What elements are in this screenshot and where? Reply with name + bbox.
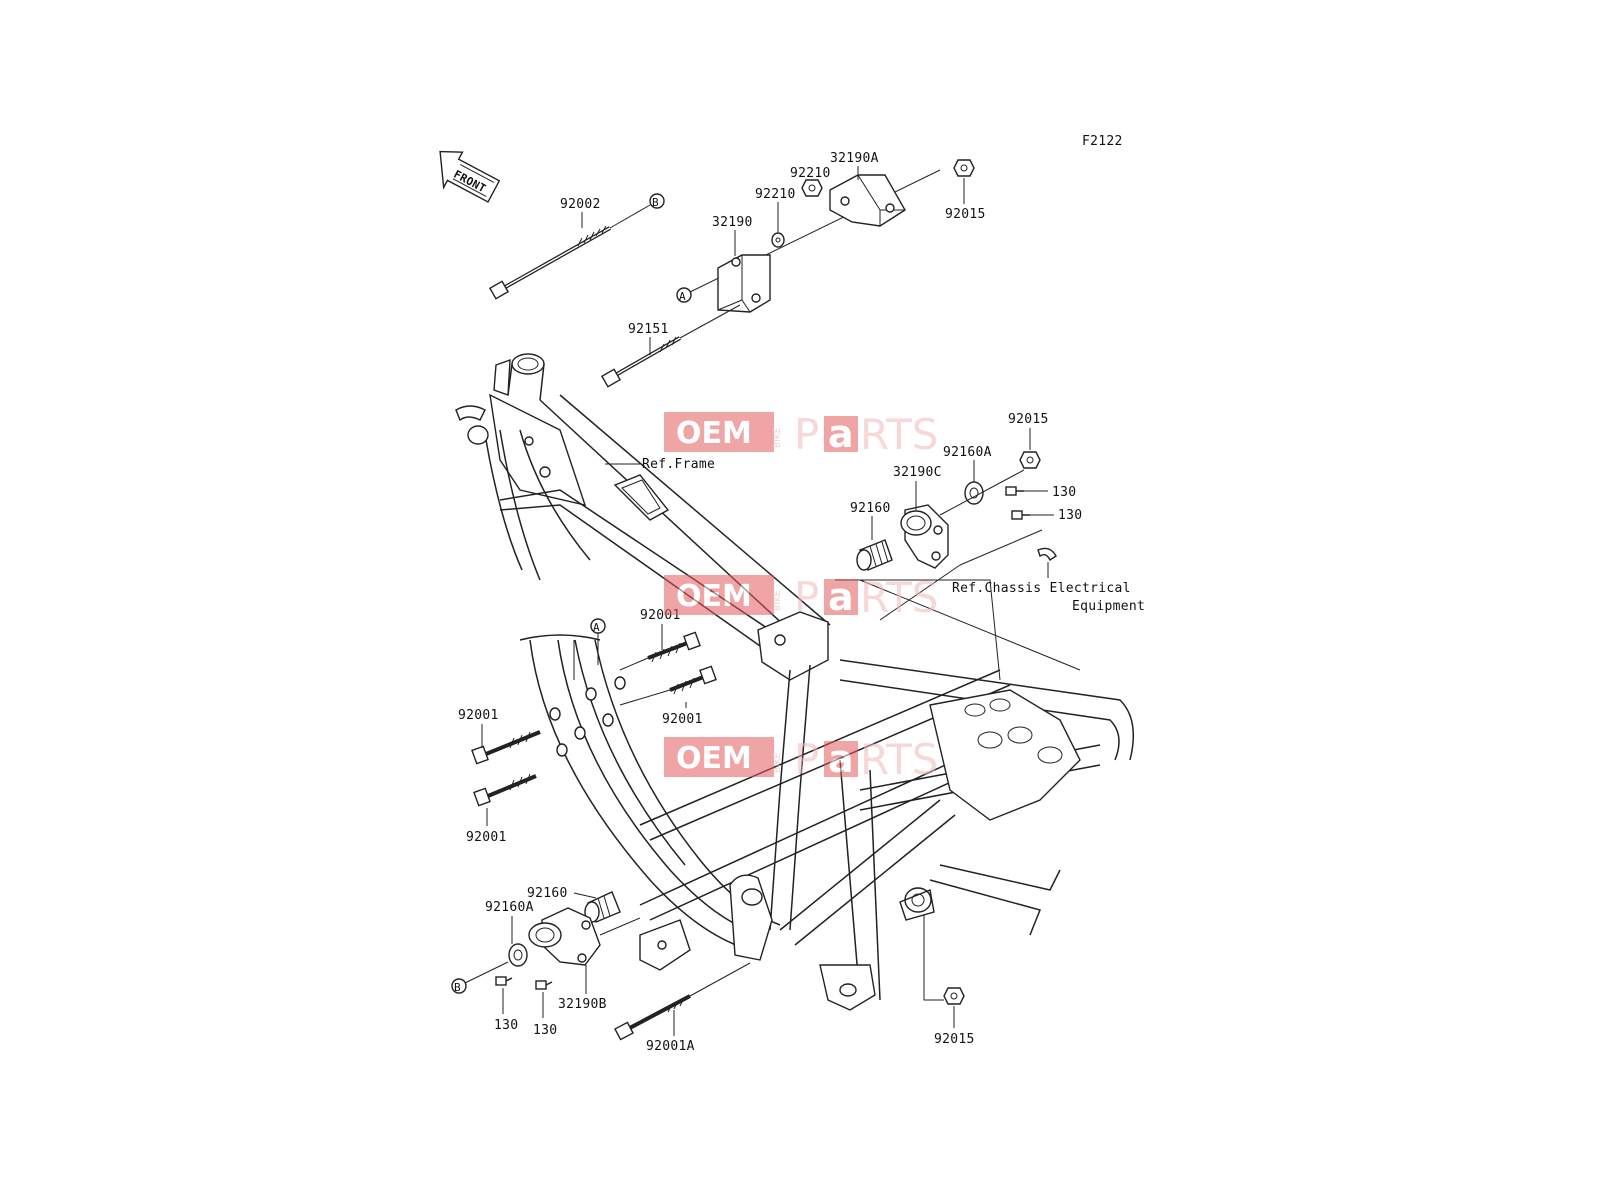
- label-92001A: 92001A: [646, 1039, 695, 1054]
- svg-text:RTS: RTS: [860, 410, 938, 459]
- label-92015-top: 92015: [945, 207, 986, 222]
- svg-text:OEM: OEM: [676, 579, 752, 614]
- bracket-32190C: [900, 504, 949, 569]
- label-130-r2: 130: [1058, 508, 1082, 523]
- bolt-92002: [488, 204, 651, 300]
- nut-92015-top: [953, 159, 975, 177]
- svg-text:a: a: [828, 737, 854, 781]
- svg-text:P: P: [794, 410, 819, 459]
- svg-text:A: A: [593, 621, 600, 634]
- bracket-32190A: [829, 174, 906, 227]
- label-130-r1: 130: [1052, 485, 1076, 500]
- svg-text:BIKE: BIKE: [773, 427, 783, 448]
- svg-text:OEM: OEM: [676, 416, 752, 451]
- label-32190: 32190: [712, 215, 753, 230]
- svg-text:BIKE: BIKE: [773, 752, 783, 773]
- svg-text:B: B: [454, 981, 461, 994]
- bolt-92001-mid: [669, 665, 717, 695]
- bolt-92151: [600, 336, 681, 388]
- nut-92015-mid: [1019, 451, 1041, 469]
- bracket-32190: [717, 254, 771, 313]
- label-92210-a: 92210: [790, 166, 831, 181]
- label-32190B: 32190B: [558, 997, 607, 1012]
- bolt-130-r2: [1011, 510, 1030, 520]
- ref-chassis-line1: Ref.Chassis Electrical: [952, 581, 1131, 596]
- label-92210-b: 92210: [755, 187, 796, 202]
- diagram-code: F2122: [1082, 134, 1123, 149]
- svg-text:RTS: RTS: [860, 573, 938, 622]
- label-92160A-right: 92160A: [943, 445, 992, 460]
- svg-text:RTS: RTS: [860, 735, 938, 784]
- svg-text:B: B: [652, 196, 659, 209]
- label-92001-mid: 92001: [662, 712, 703, 727]
- rear-bushing: [899, 887, 935, 921]
- label-92015-bottom: 92015: [934, 1032, 975, 1047]
- label-92151: 92151: [628, 322, 669, 337]
- label-92002: 92002: [560, 197, 601, 212]
- watermark-3: OEM BIKE P a RTS: [664, 735, 938, 784]
- bolt-130-r1: [1005, 486, 1024, 496]
- nut-92210-a: [801, 179, 823, 197]
- label-92160-left: 92160: [527, 886, 568, 901]
- ref-chassis-line2: Equipment: [1072, 599, 1145, 614]
- svg-text:a: a: [828, 412, 854, 456]
- ref-frame: Ref.Frame: [642, 457, 715, 472]
- washer-92160A-left: [508, 943, 528, 967]
- watermark-1: OEM BIKE P a RTS: [664, 410, 938, 459]
- label-92160A-left: 92160A: [485, 900, 534, 915]
- clamp-icon: [1037, 547, 1057, 562]
- label-32190C: 32190C: [893, 465, 942, 480]
- bushing-92160-right: [856, 539, 893, 571]
- svg-text:A: A: [679, 290, 686, 303]
- label-92001-left: 92001: [458, 708, 499, 723]
- svg-text:BIKE: BIKE: [773, 590, 783, 611]
- watermark-2: OEM BIKE P a RTS: [664, 573, 938, 622]
- svg-text:OEM: OEM: [676, 741, 752, 776]
- frame: [455, 353, 1135, 1011]
- callout-b-bottom: [451, 978, 467, 994]
- washers-left: [549, 676, 626, 757]
- label-92001-lower: 92001: [466, 830, 507, 845]
- label-130-l1: 130: [494, 1018, 518, 1033]
- label-130-l2: 130: [533, 1023, 557, 1038]
- callout-a-top: [676, 287, 692, 303]
- bolt-92001-left: [471, 730, 541, 765]
- nut-92015-bottom: [943, 987, 965, 1005]
- bolt-130-l1: [495, 976, 513, 986]
- label-32190A: 32190A: [830, 151, 879, 166]
- bracket-32190B: [528, 907, 601, 966]
- callout-b-top: [649, 193, 665, 209]
- bolt-92001-top: [647, 631, 701, 663]
- svg-text:a: a: [828, 575, 854, 619]
- svg-text:P: P: [794, 573, 819, 622]
- front-arrow-icon: FRONT: [439, 150, 501, 203]
- bolt-92001A: [614, 994, 691, 1041]
- nut-92210-b: [771, 232, 785, 248]
- bolt-92001-lower: [473, 773, 537, 807]
- label-92160-right: 92160: [850, 501, 891, 516]
- bolt-130-l2: [535, 980, 553, 990]
- svg-text:P: P: [794, 735, 819, 784]
- label-92015-mid: 92015: [1008, 412, 1049, 427]
